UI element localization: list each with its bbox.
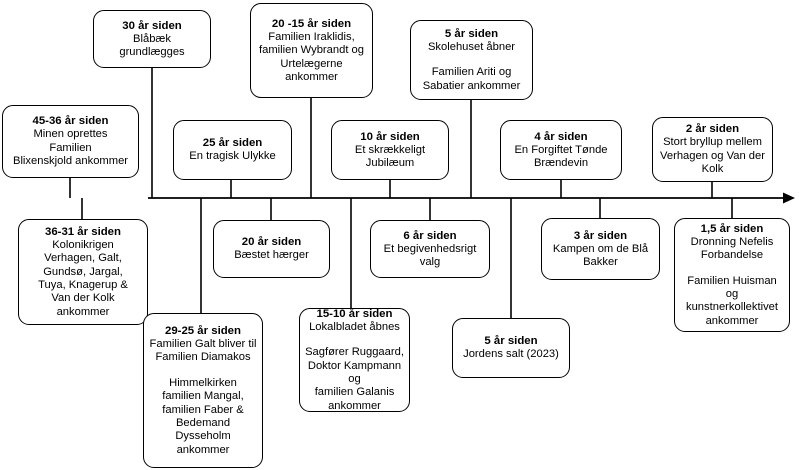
event-body: Et skrækkeligt Jubilæum [354, 143, 426, 169]
event-card-jordenssalt[interactable]: 5 år siden Jordens salt (2023) [452, 318, 570, 378]
event-body: Kampen om de Blå Bakker [552, 242, 649, 268]
event-card-blaabakker[interactable]: 3 år siden Kampen om de Blå Bakker [541, 218, 660, 280]
event-title: 5 år siden [444, 27, 499, 40]
event-body-secondary: Sagfører Ruggaard, Doktor Kampmann og fa… [305, 346, 404, 412]
event-title: 5 år siden [484, 335, 538, 348]
event-card-minen[interactable]: 45-36 år siden Minen oprettes Familien B… [2, 105, 139, 178]
event-body: Familien Galt bliver til Familien Diamak… [149, 337, 257, 364]
event-body-secondary: Familien Ariti og Sabatier ankommer [422, 66, 521, 92]
event-body: En tragisk Ulykke [189, 150, 276, 163]
event-title: 30 år siden [122, 19, 182, 32]
event-title: 25 år siden [202, 137, 263, 150]
event-card-iraklidis[interactable]: 20 -15 år siden Familien Iraklidis, fami… [250, 3, 373, 98]
event-card-lokalbladet[interactable]: 15-10 år siden Lokalbladet åbnes Sagføre… [299, 308, 410, 412]
event-title: 2 år siden [685, 123, 740, 136]
event-title: 3 år siden [573, 229, 628, 242]
event-body: Familien Iraklidis, familien Wybrandt og… [259, 30, 364, 83]
event-title: 29-25 år siden [165, 324, 241, 337]
event-card-toende[interactable]: 4 år siden En Forgiftet Tønde Brændevin [500, 120, 622, 180]
event-card-valg[interactable]: 6 år siden Et begivenhedsrigt valg [370, 220, 490, 278]
event-card-blaabaek[interactable]: 30 år siden Blåbæk grundlægges [93, 10, 211, 68]
event-body: Dronning Nefelis Forbandelse [690, 235, 774, 262]
event-body: Bæstet hærger [234, 249, 309, 262]
event-title: 45-36 år siden [32, 115, 109, 128]
event-title: 20 år siden [241, 236, 302, 249]
event-card-diamakos[interactable]: 29-25 år siden Familien Galt bliver til … [143, 313, 263, 468]
event-card-nefelis[interactable]: 1,5 år siden Dronning Nefelis Forbandels… [674, 218, 790, 332]
event-card-jubilaeum[interactable]: 10 år siden Et skrækkeligt Jubilæum [331, 120, 449, 180]
event-title: 15-10 år siden [316, 307, 393, 320]
event-body: Skolehuset åbner [427, 40, 516, 53]
event-title: 10 år siden [360, 130, 420, 143]
event-body: Et begivenhedsrigt valg [383, 242, 477, 268]
event-body: Stort bryllup mellem Verhagen og Van der… [660, 136, 765, 176]
event-card-baestet[interactable]: 20 år siden Bæstet hærger [213, 220, 330, 278]
event-card-skolehuset[interactable]: 5 år siden Skolehuset åbner Familien Ari… [410, 20, 533, 100]
event-title: 36-31 år siden [45, 225, 121, 238]
event-title: 20 -15 år siden [271, 17, 352, 30]
event-card-ulykke[interactable]: 25 år siden En tragisk Ulykke [173, 120, 292, 180]
timeline-axis-arrowhead [783, 192, 795, 204]
event-title: 6 år siden [403, 229, 457, 242]
event-body: Blåbæk grundlægges [119, 32, 185, 58]
event-body: Lokalbladet åbnes [309, 320, 400, 333]
event-body: Jordens salt (2023) [463, 348, 559, 361]
event-body: Kolonikrigen Verhagen, Galt, Gundsø, Jar… [38, 238, 128, 318]
event-title: 4 år siden [534, 130, 588, 143]
event-card-kolonikrigen[interactable]: 36-31 år siden Kolonikrigen Verhagen, Ga… [18, 219, 148, 325]
event-title: 1,5 år siden [700, 222, 764, 235]
event-body-secondary: Familien Huisman og kunstnerkollektivet … [685, 274, 779, 327]
event-body: En Forgiftet Tønde Brændevin [514, 143, 608, 169]
event-body-secondary: Himmelkirken familien Mangal, familien F… [162, 376, 244, 456]
event-card-bryllup[interactable]: 2 år siden Stort bryllup mellem Verhagen… [652, 117, 773, 182]
event-body: Minen oprettes Familien Blixenskjold ank… [12, 128, 129, 168]
